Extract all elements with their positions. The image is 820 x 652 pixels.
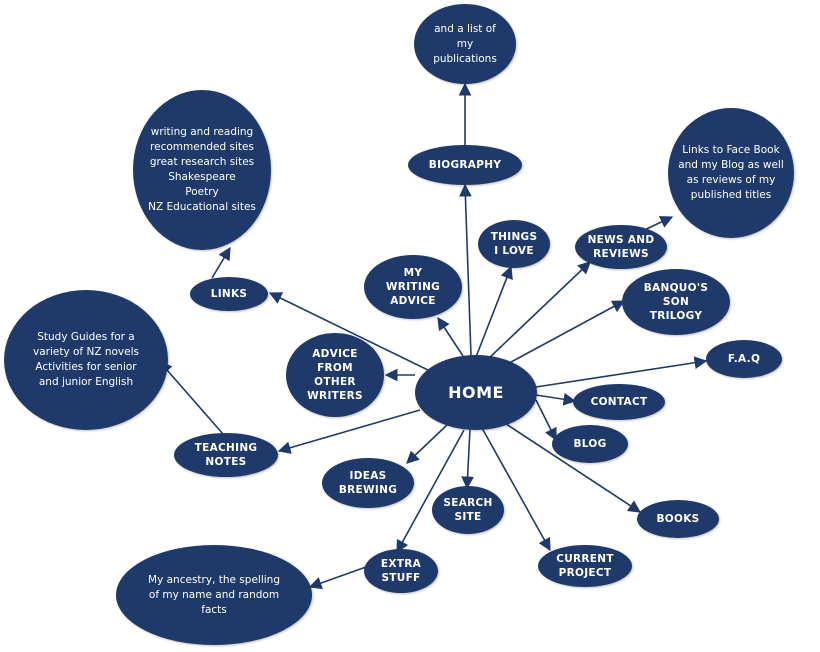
arrow-home-contact [535,392,577,406]
arrow-home-books [499,419,642,513]
extra-stuff-label: EXTRA STUFF [380,558,422,584]
home-node[interactable]: HOME [415,355,537,430]
search-site-node[interactable]: SEARCH SITE [432,486,504,534]
contact-node[interactable]: CONTACT [573,384,665,420]
news-details-bubble: Links to Face Book and my Blog as well a… [668,108,794,238]
teaching-details-text: Study Guides for a variety of NZ novels … [33,331,139,388]
advice-other-writers-node[interactable]: ADVICE FROM OTHER WRITERS [286,333,384,417]
links-node[interactable]: LINKS [190,277,268,311]
arrow-home-blog [535,399,557,442]
news-details-text: Links to Face Book and my Blog as well a… [678,144,784,201]
extra-details-text: My ancestry, the spelling of my name and… [148,573,280,616]
arrow-home-search [461,428,474,490]
current-project-label: CURRENT PROJECT [556,553,614,579]
arrow-home-faq [535,356,708,388]
faq-label: F.A.Q [727,353,761,365]
home-label: HOME [448,383,504,402]
arrow-teaching-details [159,361,224,435]
publications-text: and a list of my publications [433,22,497,65]
arrow-home-writing-advice [437,316,464,357]
my-writing-advice-node[interactable]: MY WRITING ADVICE [364,255,462,319]
arrow-extra-details [308,566,367,590]
books-node[interactable]: BOOKS [637,500,719,538]
biography-node[interactable]: BIOGRAPHY [408,145,522,185]
blog-label: BLOG [573,438,607,450]
ideas-brewing-label: IDEAS BREWING [338,470,398,496]
arrow-home-biography [459,183,472,357]
extra-details-bubble: My ancestry, the spelling of my name and… [116,545,312,645]
blog-node[interactable]: BLOG [552,425,628,463]
links-details-text: writing and reading recommended sites gr… [148,126,256,213]
news-and-reviews-label: NEWS AND REVIEWS [587,234,655,260]
teaching-details-bubble: Study Guides for a variety of NZ novels … [4,290,168,430]
arrow-home-ideas [406,423,449,464]
things-i-love-node[interactable]: THINGS I LOVE [478,220,550,268]
arrow-home-news [486,261,591,361]
arrow-home-things-i-love [475,265,513,358]
things-i-love-label: THINGS I LOVE [490,231,538,257]
search-site-label: SEARCH SITE [443,497,493,523]
advice-other-writers-label: ADVICE FROM OTHER WRITERS [307,348,363,402]
arrow-home-current-project [481,427,551,552]
publications-bubble: and a list of my publications [414,4,516,84]
my-writing-advice-label: MY WRITING ADVICE [385,267,441,307]
books-label: BOOKS [656,513,700,525]
arrow-home-links [268,292,433,373]
links-details-bubble: writing and reading recommended sites gr… [133,90,271,250]
banquos-son-label: BANQUO'S SON TRILOGY [643,282,709,322]
arrow-home-banquos-son [499,300,626,369]
arrow-home-teaching [277,409,421,454]
arrow-links-details [211,246,231,279]
faq-node[interactable]: F.A.Q [706,340,782,378]
biography-label: BIOGRAPHY [428,159,502,171]
news-and-reviews-node[interactable]: NEWS AND REVIEWS [575,225,667,269]
banquos-son-node[interactable]: BANQUO'S SON TRILOGY [622,269,730,335]
current-project-node[interactable]: CURRENT PROJECT [538,545,632,587]
contact-label: CONTACT [590,396,648,408]
teaching-notes-label: TEACHING NOTES [194,442,258,468]
arrow-home-extra-stuff [396,429,465,554]
teaching-notes-node[interactable]: TEACHING NOTES [174,433,278,477]
links-label: LINKS [210,288,248,300]
extra-stuff-node[interactable]: EXTRA STUFF [364,549,438,593]
ideas-brewing-node[interactable]: IDEAS BREWING [322,458,414,508]
